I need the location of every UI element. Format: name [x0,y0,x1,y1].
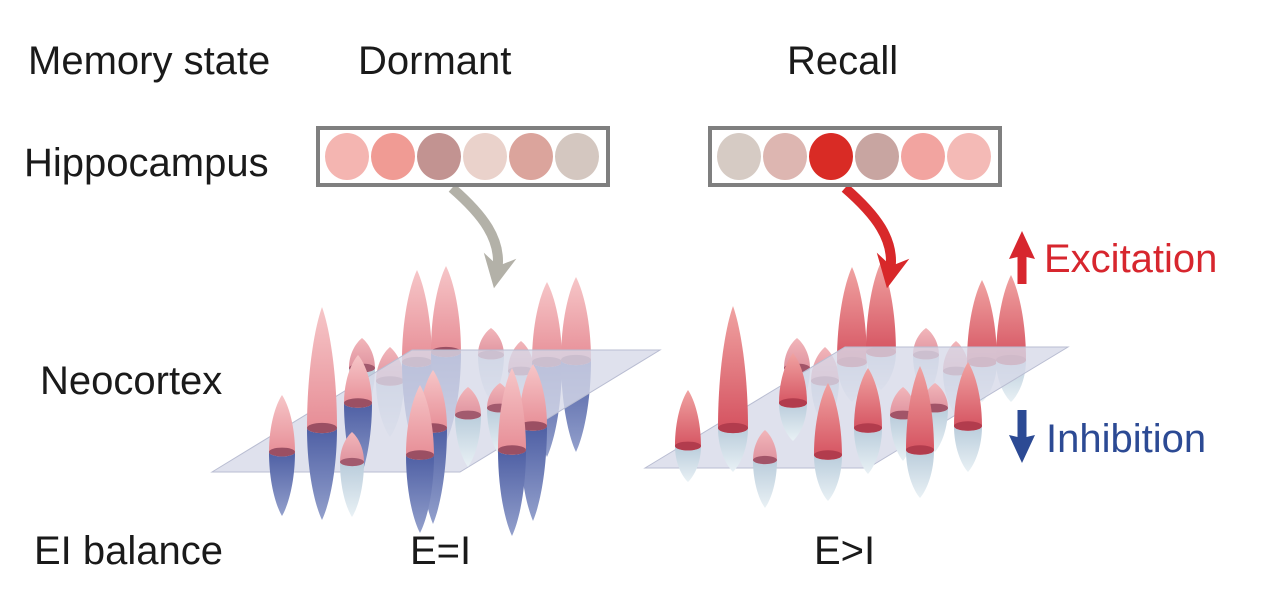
cone-waist-ellipse [718,422,748,434]
hippocampus-cell [947,133,991,180]
neocortex-label: Neocortex [40,359,223,403]
hippocampus-label: Hippocampus [24,141,269,185]
excitation-up-arrow-icon [1009,231,1035,284]
cone-waist-ellipse [753,455,777,465]
excitation-label: Excitation [1044,237,1218,281]
neural-response-cone [866,262,896,358]
hippocampus-cell [555,133,599,180]
inhibition-down-arrow-icon [1009,410,1035,463]
hippocampus-cell [901,133,945,180]
neural-response-cone [779,353,807,408]
cone-waist-ellipse [406,450,434,460]
hippocampus-cell [717,133,761,180]
neural-response-cone [406,455,434,533]
neural-response-cone [779,403,807,441]
neural-response-cone [675,390,702,451]
hippocampus-cell [325,133,369,180]
neural-response-cone [954,362,982,431]
cone-waist-ellipse [675,441,701,451]
neural-response-cone [498,450,526,536]
neural-response-cone [340,432,364,467]
cone-waist-ellipse [519,421,547,431]
neural-response-cone [431,266,461,358]
neural-response-cone [967,280,997,368]
inhibition-label: Inhibition [1046,417,1207,461]
hippocampus-cell [855,133,899,180]
memory-state-label: Memory state [28,39,271,83]
neural-response-cone [854,368,882,433]
dormant-neocortex-plot [210,266,662,536]
dormant-projection-arrow-icon [448,184,517,289]
neural-response-cone [906,366,934,455]
column-recall-label: Recall [787,39,899,83]
neural-response-cone [498,368,526,455]
neural-response-cone [402,270,432,368]
cone-waist-ellipse [340,457,364,467]
neural-response-cone [519,364,547,431]
cone-waist-ellipse [269,447,295,457]
hippocampus-cell [509,133,553,180]
neural-response-cone [561,277,591,366]
recall-neocortex-plot [643,262,1070,508]
neural-response-cone [269,452,295,516]
neural-response-cone [718,306,748,434]
ei-balance-recall-value: E>I [814,529,876,573]
hippocampus-cell [809,133,853,180]
neural-response-cone [307,428,337,520]
neural-response-cone [307,307,337,434]
neural-response-cone [814,383,842,460]
neural-response-cone [753,460,777,508]
column-dormant-label: Dormant [358,39,512,83]
neural-response-cone [854,428,882,474]
neural-response-cone [814,455,842,501]
neural-response-cone [675,446,702,482]
neural-response-cone [532,282,562,368]
hippocampus-cell [417,133,461,180]
neural-response-cone [954,426,982,472]
ei-balance-label: EI balance [34,529,224,573]
recall-projection-arrow-icon [841,184,910,289]
cone-waist-ellipse [779,398,807,408]
cone-waist-ellipse [854,423,882,433]
neural-response-cone [406,385,434,460]
neural-response-cone [455,415,481,467]
neural-response-cone [906,450,934,498]
ei-balance-dormant-value: E=I [410,529,472,573]
cone-waist-ellipse [344,398,372,408]
hippocampus-recall-box [708,126,1002,187]
cone-waist-ellipse [455,410,481,420]
cone-waist-ellipse [906,445,934,455]
hippocampus-cell [371,133,415,180]
neural-response-cone [837,267,867,368]
neural-response-cone [718,428,748,472]
neural-response-cone [753,430,777,465]
cone-waist-ellipse [954,421,982,431]
hippocampus-dormant-box [316,126,610,187]
neural-response-cone [996,275,1026,366]
hippocampus-cell [763,133,807,180]
cone-waist-ellipse [307,422,337,434]
neural-response-cone [344,355,372,408]
cone-waist-ellipse [498,445,526,455]
neural-response-cone [340,462,364,517]
cone-waist-ellipse [814,450,842,460]
neural-response-cone [269,395,295,457]
hippocampus-cell [463,133,507,180]
